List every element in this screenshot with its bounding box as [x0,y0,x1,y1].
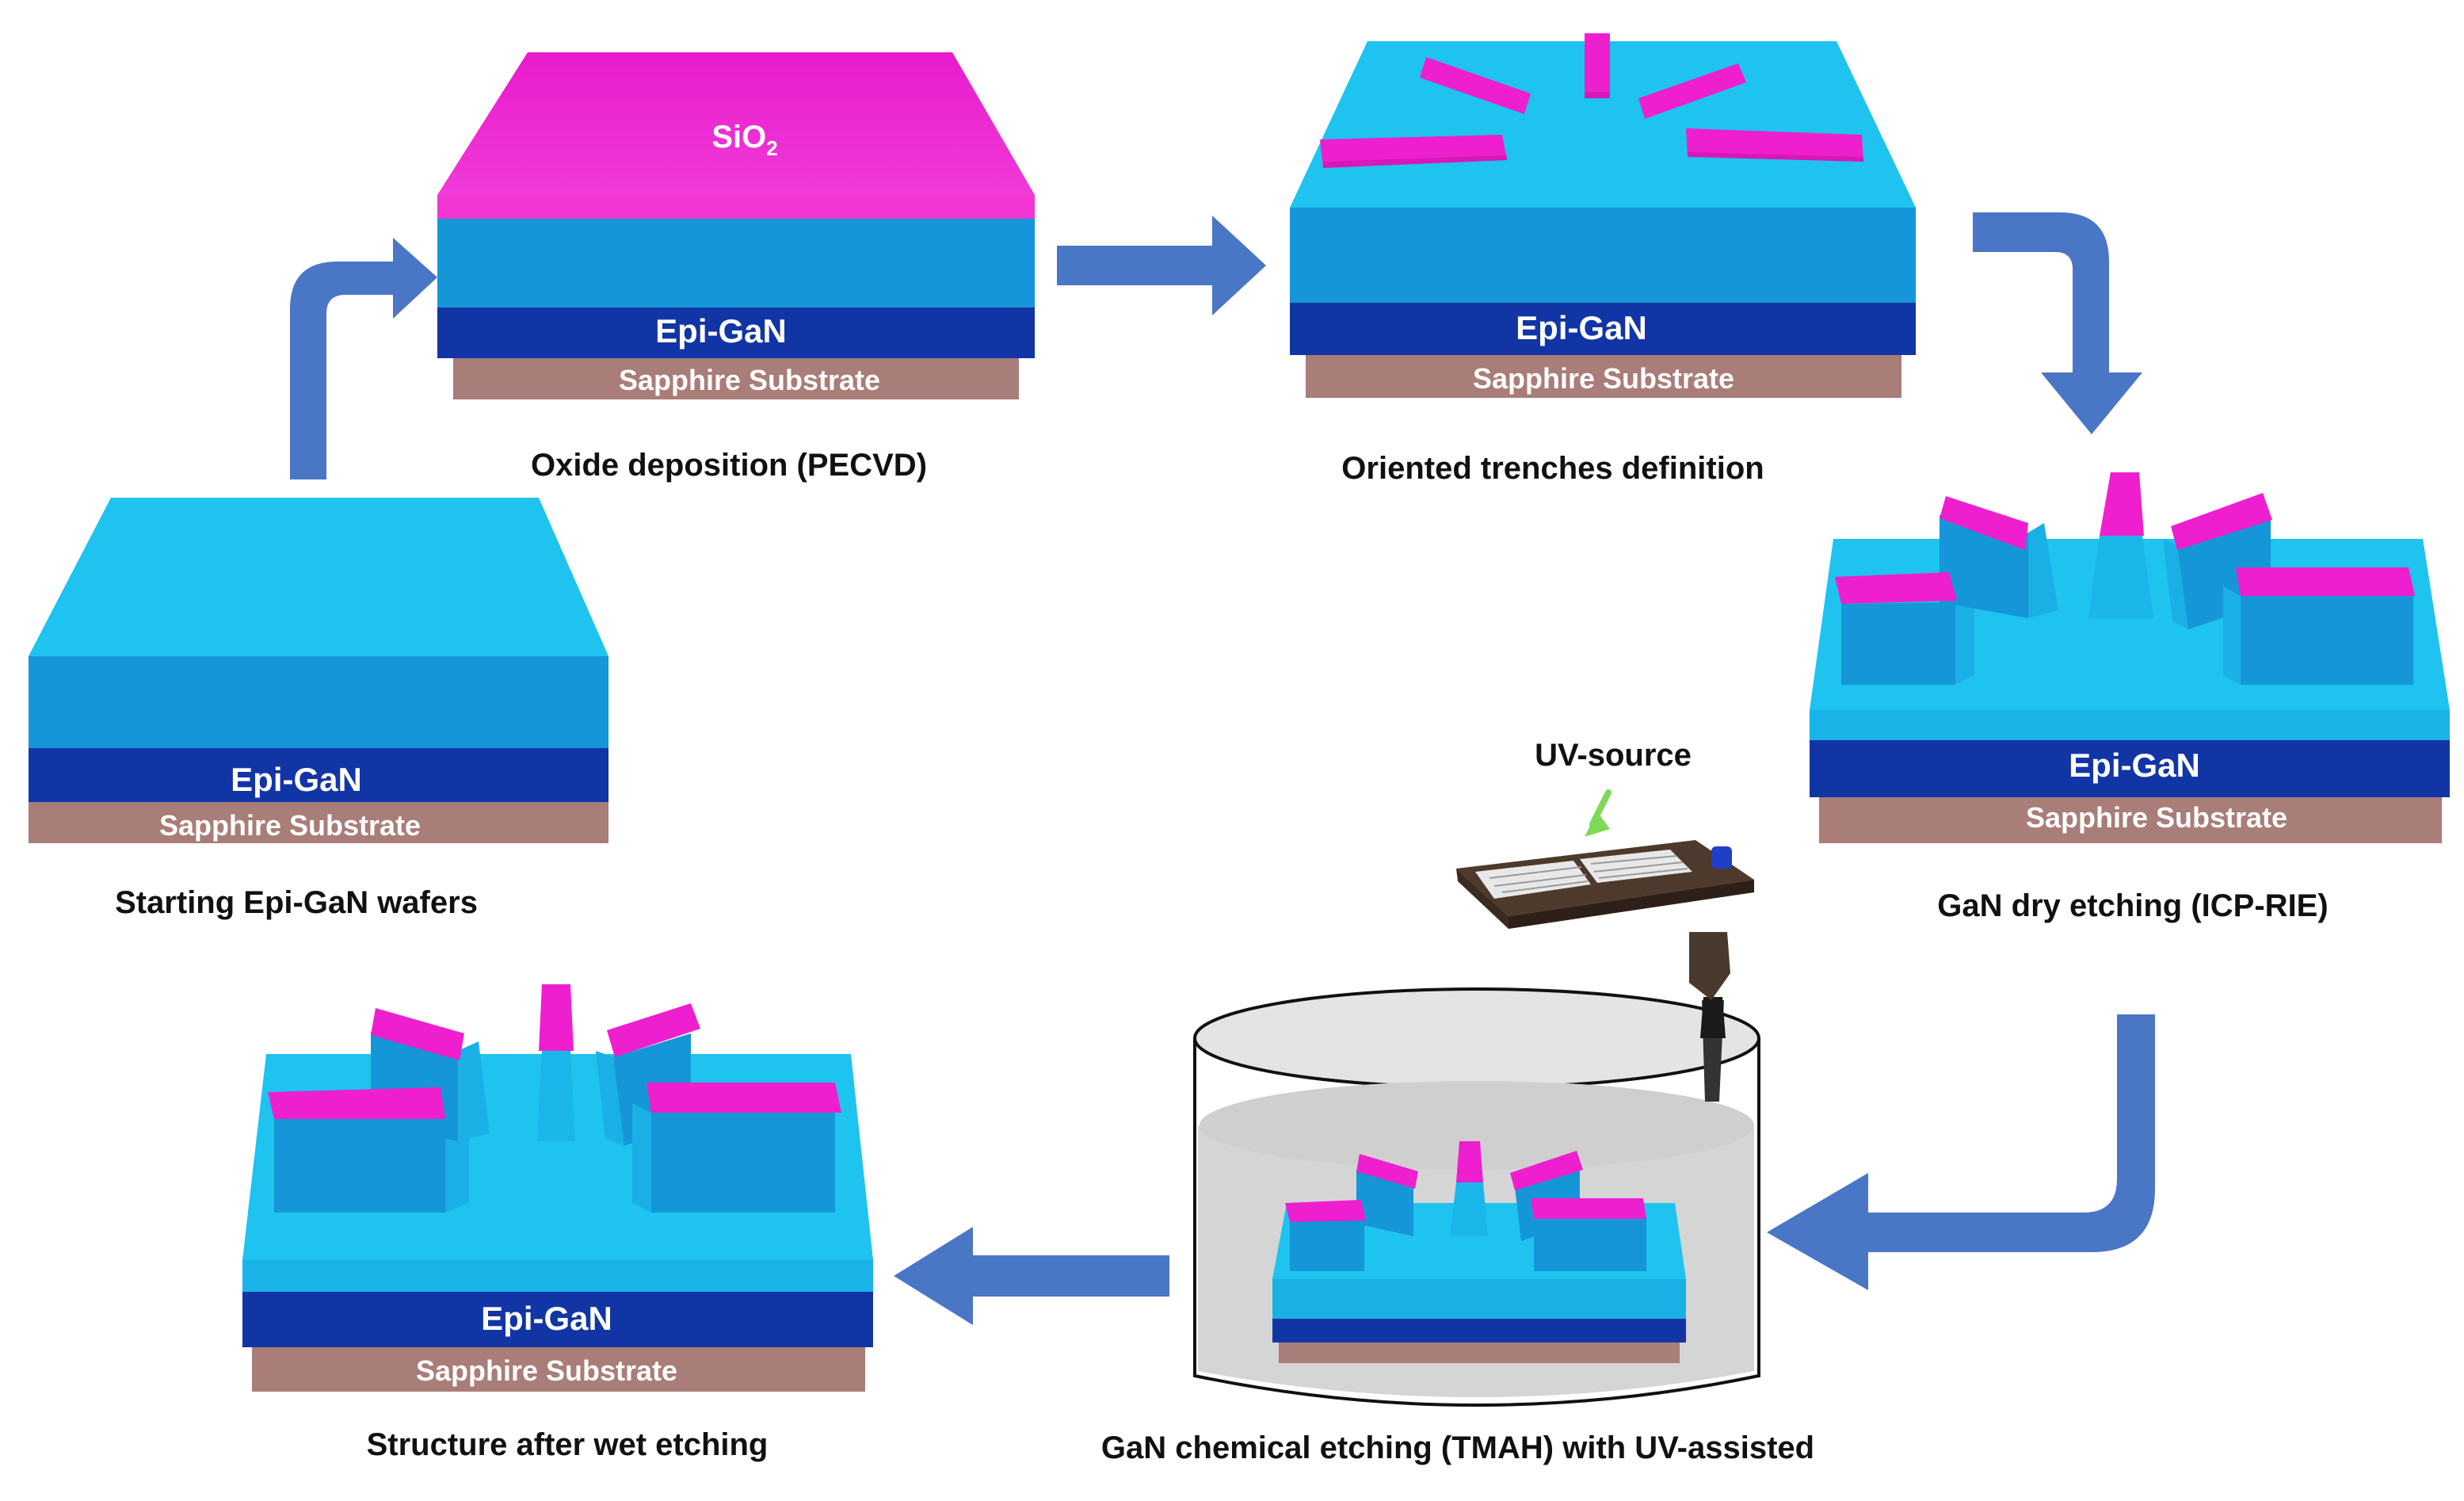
oxide-caps [1835,472,2415,604]
substrate-layer [252,1347,865,1392]
oxide-caps [268,984,841,1119]
fin-center [2088,536,2153,618]
mini-structure [1272,1141,1686,1363]
step5-chemical-etch: UV-source [1193,738,1760,1407]
led-panel-2 [1580,850,1692,883]
epi-gan-label: Epi-GaN [2069,747,2200,784]
substrate-label: Sapphire Substrate [2026,801,2287,834]
caption-step6: Structure after wet etching [367,1427,769,1462]
oxide-bar-left-upper [1420,57,1531,114]
epi-gan-label: Epi-GaN [655,312,787,349]
epi-gan-label: Epi-GaN [231,761,362,798]
uv-lamp [1456,789,1754,1102]
step3-trenches: Epi-GaN Sapphire Substrate [1290,33,1916,398]
substrate-layer [453,358,1019,399]
arrow-step4-to-step5 [1767,1014,2155,1290]
step4-dry-etch: Epi-GaN Sapphire Substrate [1810,472,2450,843]
oxide-bar-right-upper [1638,63,1746,119]
etched-fins [1841,515,2413,685]
fin-left-lower [1841,602,1955,685]
arrow-step3-to-step4 [1973,212,2142,434]
substrate-label: Sapphire Substrate [1473,362,1734,395]
substrate-label: Sapphire Substrate [159,809,421,842]
substrate-label: Sapphire Substrate [619,364,880,396]
substrate-label: Sapphire Substrate [416,1354,677,1387]
wafer-epi-layer [29,748,608,802]
substrate-layer [1306,355,1901,398]
epi-gan-label: Epi-GaN [481,1300,612,1337]
epi-layer [437,307,1035,358]
caption-step5: GaN chemical etching (TMAH) with UV-assi… [1101,1430,1814,1465]
epi-layer [242,1292,873,1347]
epi-gan-label: Epi-GaN [1516,309,1647,346]
step1-wafer: Epi-GaN Sapphire Substrate [29,498,608,843]
caption-step2: Oxide deposition (PECVD) [531,448,927,483]
fin-right-lower [2241,596,2413,685]
oxide-front-face [437,195,1035,219]
arrow-step2-to-step3 [1057,216,1266,315]
liquid-surface [1200,1081,1754,1170]
wafer-substrate-layer [29,802,608,843]
sio2-label: SiO2 [711,120,777,160]
step2-oxide: SiO2 Epi-GaN Sapphire Substrate [437,52,1035,399]
beaker-wall [1193,1038,1760,1407]
base-front-face [1810,710,2450,740]
oxide-top-face [437,52,1035,195]
arrow-step5-to-step6 [894,1227,1169,1325]
caption-step1: Starting Epi-GaN wafers [115,885,478,920]
caption-step4: GaN dry etching (ICP-RIE) [1937,888,2328,923]
wet-etched-fins [274,1032,835,1213]
oxide-bar-top-center [1585,33,1610,98]
base-front-face [242,1260,873,1292]
arrow-bend-up-right [290,238,437,479]
wafer-top-face [29,498,608,656]
led-panel-1 [1475,861,1591,899]
epi-layer [1810,740,2450,797]
gan-layer [1290,208,1916,303]
lamp-beacon [1711,846,1732,869]
step6-final-structure: Epi-GaN Sapphire Substrate [242,984,873,1392]
wafer-gan-layer [29,656,608,748]
beaker-rim [1193,987,1760,1089]
uv-source-label: UV-source [1535,738,1692,773]
flow-arrows [290,212,2155,1325]
gan-layer [437,219,1035,307]
substrate-layer [1819,797,2442,843]
epi-layer [1290,303,1916,355]
caption-step3: Oriented trenches definition [1341,451,1764,486]
